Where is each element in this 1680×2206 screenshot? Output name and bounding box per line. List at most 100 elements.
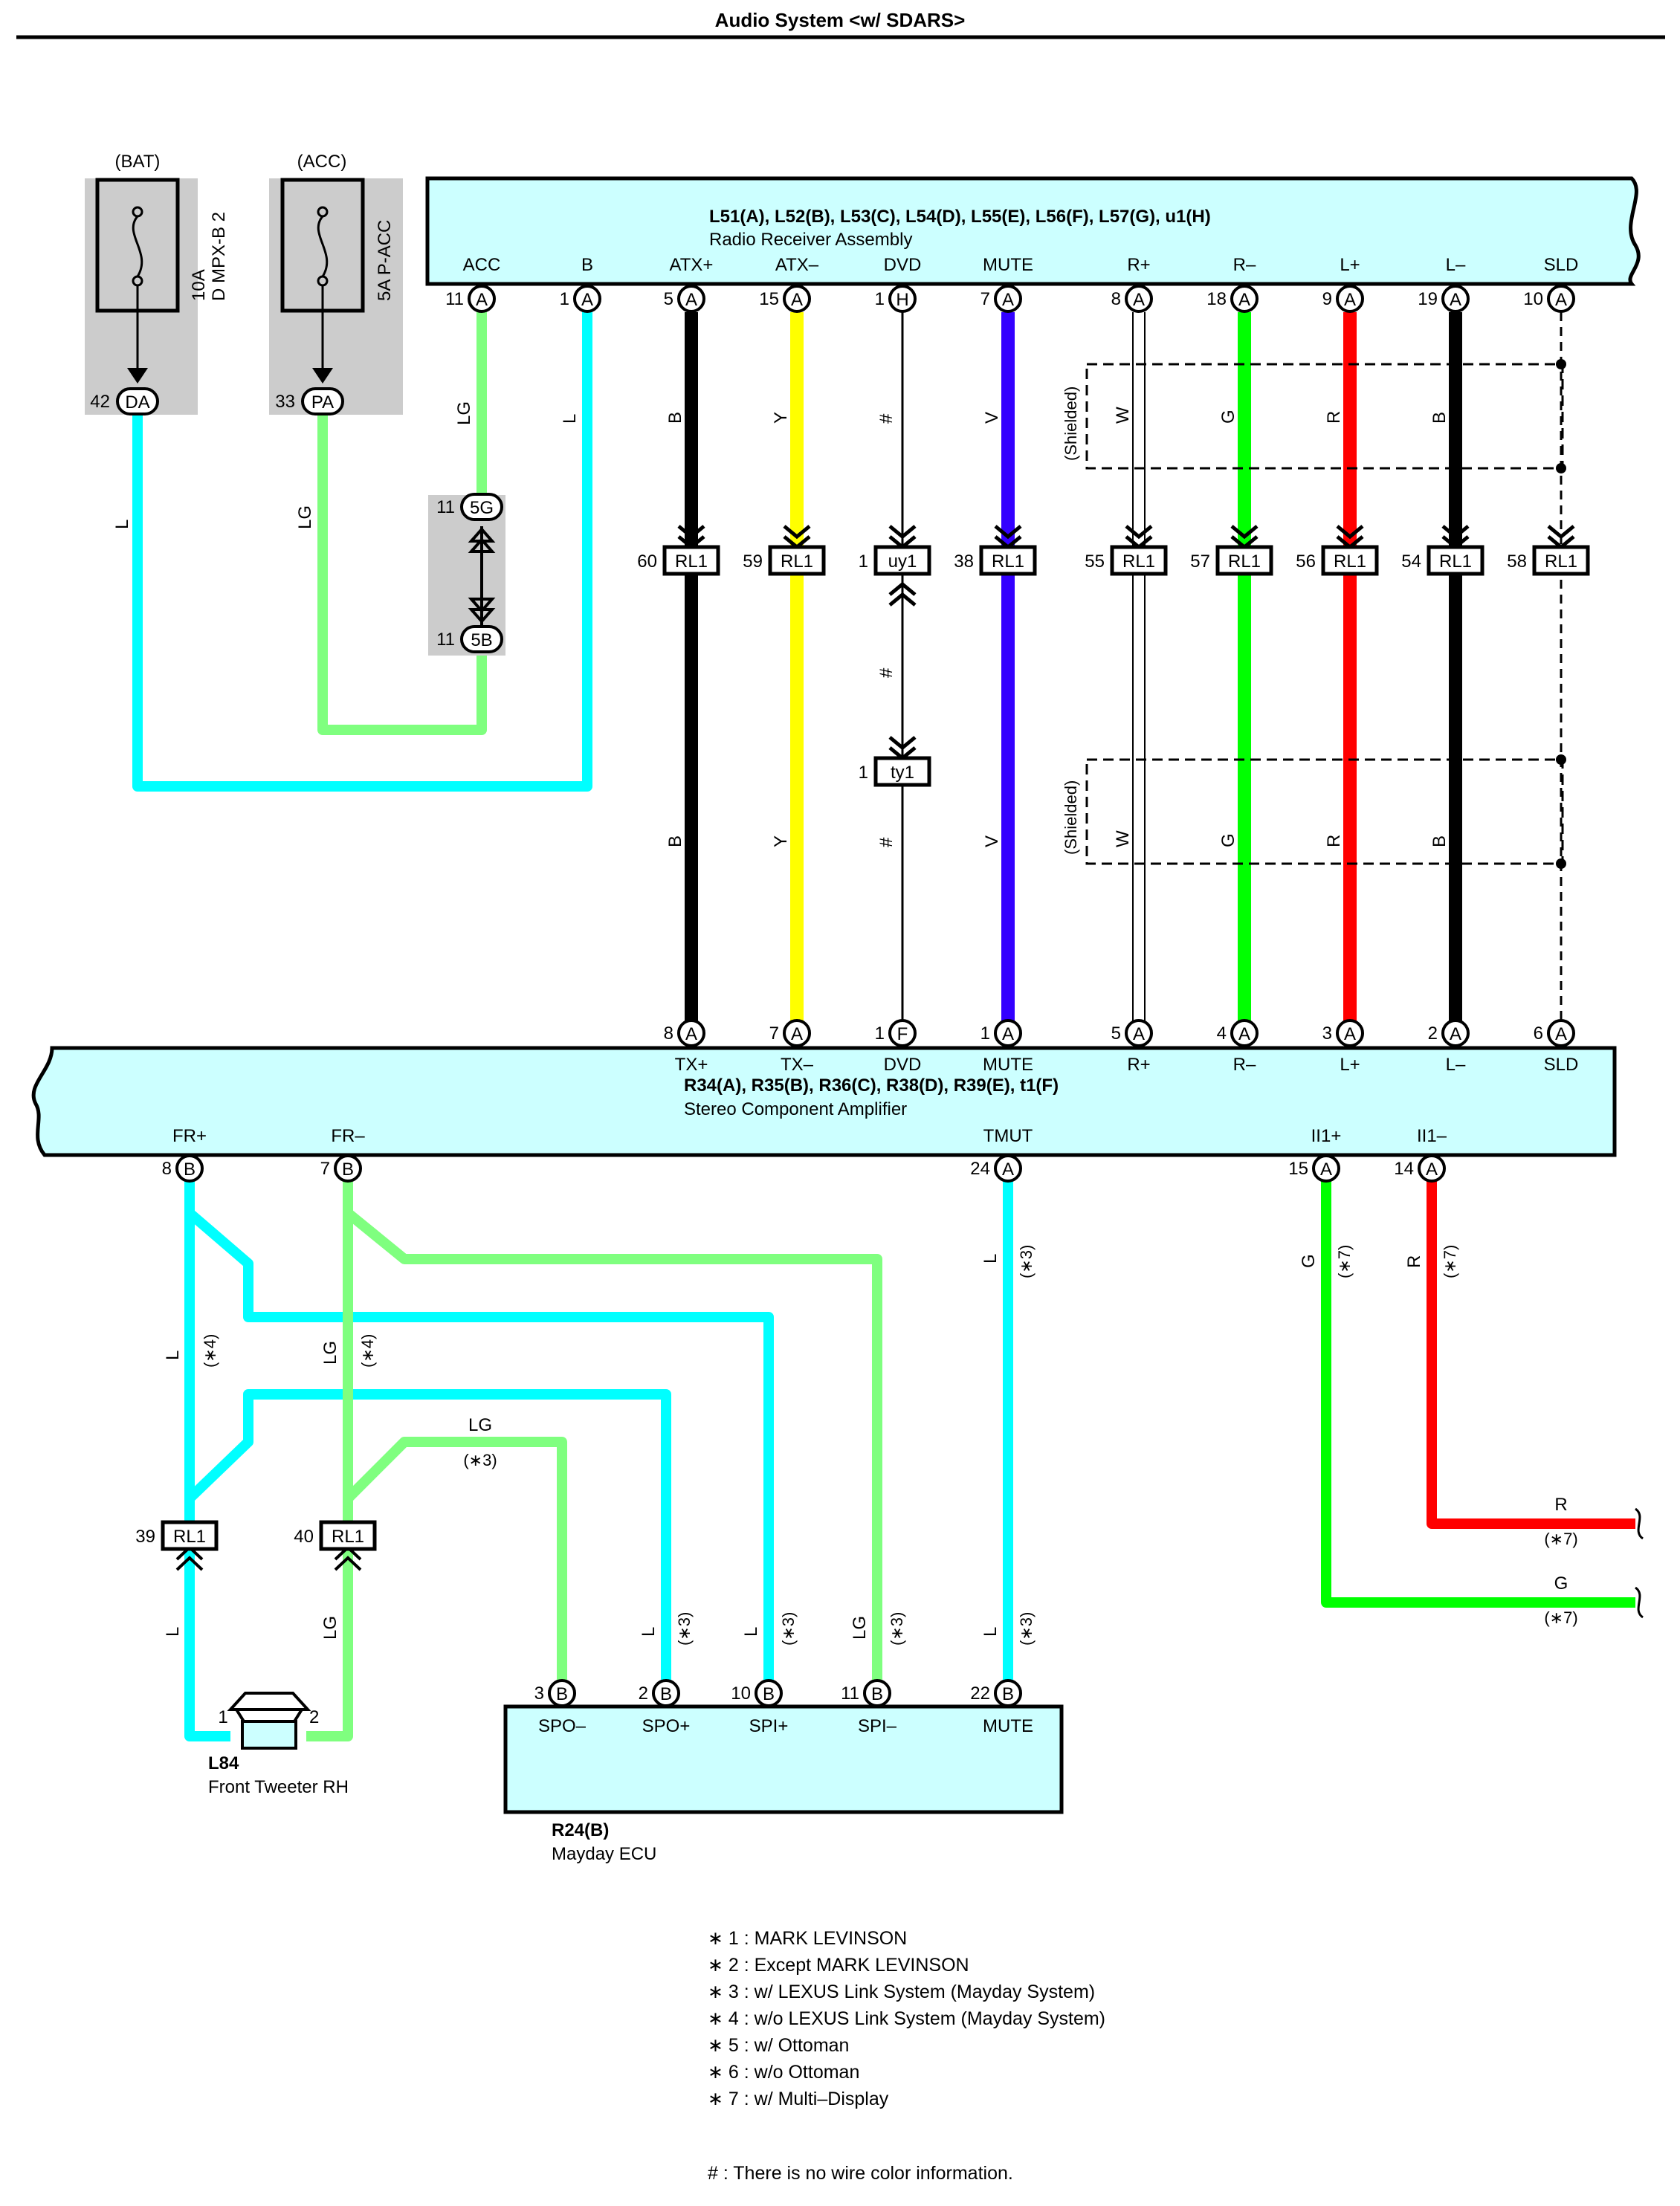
amp-top-term-0: TX+ (675, 1055, 708, 1075)
mayday-term-4: MUTE (983, 1716, 1033, 1736)
amp-bot-term-1: FR– (331, 1126, 365, 1146)
wire-color-lower-4: W (1113, 830, 1133, 847)
amp-top-pin-num-1: 7 (769, 1023, 779, 1044)
wire-color-upper-4: W (1113, 407, 1133, 424)
mid-connector-4 (1110, 545, 1168, 576)
mid-connector-7-label: RL1 (1439, 552, 1472, 572)
fuse-bat-connector (116, 387, 159, 415)
mid-connector-5 (1215, 545, 1273, 576)
fuse-acc-area (269, 178, 403, 415)
amp-bot-term-4: II1– (1417, 1126, 1447, 1146)
amp-bot-pin-4 (1418, 1154, 1446, 1183)
junction-5b-label: 5B (471, 630, 492, 650)
marker-n3-spo-plus: (∗3) (675, 1612, 694, 1646)
marker-n4-b: (∗4) (358, 1334, 377, 1368)
wire-color-lower-2: # (876, 837, 896, 847)
radio-pin-7 (1230, 285, 1259, 313)
fuse-acc-pin: 33 (275, 392, 295, 412)
radio-pin-num-4: 1 (875, 289, 885, 309)
dvd-up-arrow (888, 581, 917, 596)
wire-color-fr-minus: LG (320, 1341, 340, 1365)
radio-receiver-box (425, 176, 1641, 286)
radio-pin-num-10: 10 (1523, 289, 1543, 309)
amp-bot-term-0: FR+ (172, 1126, 207, 1146)
amp-bot-pin-2-letter: A (1002, 1159, 1014, 1180)
radio-pin-5-letter: A (1002, 290, 1014, 310)
radio-pin-2 (677, 285, 705, 313)
ty1-connector (873, 756, 931, 787)
mid-connector-1 (768, 545, 826, 576)
radio-pin-9 (1441, 285, 1470, 313)
amp-top-pin-1-letter: A (791, 1024, 803, 1044)
wire-color-ii1-minus: R (1404, 1255, 1424, 1268)
mayday-term-0: SPO– (538, 1716, 587, 1736)
radio-pin-num-3: 15 (759, 289, 779, 309)
radio-term-9: L– (1446, 255, 1466, 275)
wire-ii1-minus (1427, 1167, 1635, 1529)
amp-top-pin-7-letter: A (1450, 1024, 1461, 1044)
amp-top-term-4: R+ (1127, 1055, 1150, 1075)
amp-top-term-7: L– (1446, 1055, 1466, 1075)
marker-n3-spi-minus: (∗3) (888, 1612, 906, 1646)
amp-top-pin-6 (1336, 1019, 1364, 1047)
acc-supply-label: (ACC) (297, 152, 347, 172)
radio-pin-7-letter: A (1238, 290, 1250, 310)
amp-top-pin-0-letter: A (685, 1024, 697, 1044)
amp-connectors: R34(A), R35(B), R36(C), R38(D), R39(E), … (684, 1075, 1059, 1096)
fuse-acc-connector (301, 387, 344, 415)
shielded-label-upper: (Shielded) (1062, 386, 1080, 461)
amp-bot-pin-4-letter: A (1426, 1159, 1438, 1180)
marker-n7-r-out: (∗7) (1544, 1530, 1577, 1548)
radio-pin-8-letter: A (1344, 290, 1356, 310)
radio-pin-num-5: 7 (980, 289, 990, 309)
wire-spo-minus-to-tweeter (344, 1437, 567, 1692)
junction-5g-label: 5G (470, 498, 494, 518)
mid-connector-3 (979, 545, 1037, 576)
wire-spo-plus-to-tweeter (186, 1389, 671, 1692)
mid-connector-1-pin: 59 (743, 552, 763, 572)
mid-connector-7 (1427, 545, 1484, 576)
amp-top-pin-num-0: 8 (664, 1023, 673, 1044)
amp-top-pin-num-6: 3 (1322, 1023, 1332, 1044)
amp-bot-pin-num-3: 15 (1288, 1159, 1308, 1179)
shield-box-upper (1085, 363, 1564, 470)
amp-top-pin-num-8: 6 (1534, 1023, 1543, 1044)
amp-bot-pin-2 (994, 1154, 1022, 1183)
amp-bot-term-2: TMUT (983, 1126, 1033, 1146)
radio-name: Radio Receiver Assembly (709, 230, 912, 250)
wire-color-lower-0: B (665, 835, 685, 847)
wire-color-ii1-plus: G (1299, 1254, 1319, 1268)
amp-top-pin-num-7: 2 (1428, 1023, 1438, 1044)
mayday-pin-num-3: 11 (841, 1683, 859, 1704)
radio-pin-num-9: 19 (1418, 289, 1438, 309)
amp-top-pin-2 (888, 1019, 917, 1047)
wire-color-l-b: L (560, 414, 580, 424)
wire-color-g-out: G (1554, 1573, 1568, 1594)
mayday-pin-3 (863, 1679, 891, 1707)
amp-top-pin-4 (1125, 1019, 1153, 1047)
wire-color-upper-0: B (665, 412, 685, 424)
mid-connector-8 (1532, 545, 1590, 576)
mid-connector-7-pin: 54 (1401, 552, 1421, 572)
mayday-pin-2-letter: B (763, 1684, 775, 1704)
amp-name: Stereo Component Amplifier (684, 1099, 907, 1119)
wire-color-lower-1: Y (771, 835, 791, 847)
amp-top-pin-5-letter: A (1238, 1024, 1250, 1044)
amp-top-pin-8 (1547, 1019, 1575, 1047)
wire-color-hash-mid: # (876, 667, 896, 678)
ty1-connector-label: ty1 (891, 763, 914, 783)
fuse-bat-rating: 10A (189, 269, 209, 301)
footnote-7: ∗ 7 : w/ Multi–Display (708, 2089, 889, 2109)
footnote-3: ∗ 3 : w/ LEXUS Link System (Mayday Syste… (708, 1982, 1096, 2002)
amp-bot-pin-1 (334, 1154, 362, 1183)
marker-n3-spi-plus: (∗3) (779, 1612, 798, 1646)
amp-bot-pin-3-letter: A (1320, 1159, 1332, 1180)
radio-term-6: R+ (1127, 255, 1150, 275)
amp-top-term-8: SLD (1544, 1055, 1579, 1075)
tweeter-rl1-39-label: RL1 (173, 1527, 206, 1547)
fuse-bat-arrow (127, 368, 148, 384)
radio-pin-num-7: 18 (1206, 289, 1227, 309)
marker-n7-ii1-plus: (∗7) (1335, 1245, 1354, 1278)
